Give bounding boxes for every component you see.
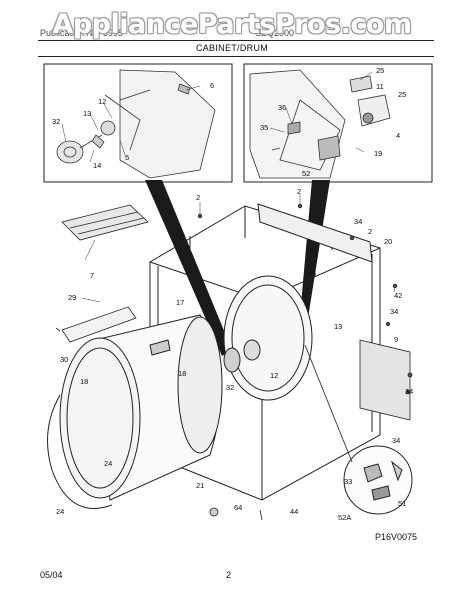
callout-12: 12 [270, 371, 278, 380]
callout-15: 15 [308, 269, 316, 278]
callout-13: 13 [83, 109, 91, 118]
callout-2: 2 [368, 227, 372, 236]
pointer-wedge-left [145, 180, 232, 356]
callout-35: 35 [260, 123, 268, 132]
section-title: CABINET/DRUM [195, 43, 269, 53]
callout-44: 44 [290, 507, 298, 516]
callout-30: 30 [60, 355, 68, 364]
header-rule-top [38, 40, 434, 41]
callout-51: 51 [398, 499, 406, 508]
footer-date: 05/04 [40, 570, 63, 580]
callout-52a: 52A [338, 513, 351, 522]
callout-17: 17 [176, 298, 184, 307]
callout-25: 25 [398, 90, 406, 99]
model-number: SEQ2000 [255, 28, 295, 38]
callout-36: 36 [278, 103, 286, 112]
inset-right-drawing [249, 69, 391, 179]
callout-24: 24 [104, 459, 112, 468]
callout-7: 7 [90, 271, 94, 280]
small-parts [55, 203, 413, 521]
callout-52: 52 [302, 169, 310, 178]
figure-code: P16V0075 [375, 532, 418, 542]
inset-box-left [43, 63, 233, 183]
callout-14: 14 [93, 161, 101, 170]
inset-left-drawing [56, 69, 216, 179]
header-rule-bottom [38, 56, 434, 57]
callout-5: 5 [125, 153, 129, 162]
callout-2: 2 [196, 193, 200, 202]
callout-18: 18 [80, 377, 88, 386]
callout-6: 6 [210, 81, 214, 90]
callout-20: 20 [384, 237, 392, 246]
callout-32: 32 [52, 117, 60, 126]
watermark: AppliancePartsPros.com [52, 9, 412, 40]
detail-magnifier [304, 344, 413, 515]
callout-11: 11 [376, 82, 384, 91]
callout-34: 34 [354, 217, 362, 226]
callout-19: 19 [374, 149, 382, 158]
callout-32: 32 [226, 383, 234, 392]
callout-13: 13 [334, 322, 342, 331]
callout-4: 4 [396, 131, 400, 140]
publication-number: Publication No. 5995 [40, 28, 124, 38]
leader-lines [61, 71, 396, 303]
callout-2: 2 [297, 187, 301, 196]
inset-box-right [243, 63, 433, 183]
callout-42: 42 [394, 291, 402, 300]
callout-18: 18 [178, 369, 186, 378]
callout-29: 29 [68, 293, 76, 302]
callout-34: 34 [405, 387, 413, 396]
callout-34: 34 [390, 307, 398, 316]
drum-rear-panel [223, 275, 313, 401]
pointer-wedge-right [300, 180, 330, 318]
callout-labels: 6 12 13 32 5 14 25 11 25 36 35 4 19 52 2… [52, 66, 413, 522]
callout-25: 25 [376, 66, 384, 75]
callout-33: 33 [344, 477, 352, 486]
callout-21: 21 [196, 481, 204, 490]
callout-34: 34 [392, 436, 400, 445]
callout-24: 24 [56, 507, 64, 516]
page-number: 2 [226, 570, 232, 580]
callout-12: 12 [98, 97, 106, 106]
callout-9: 9 [394, 335, 398, 344]
callout-64: 64 [234, 503, 242, 512]
drum [47, 314, 241, 509]
